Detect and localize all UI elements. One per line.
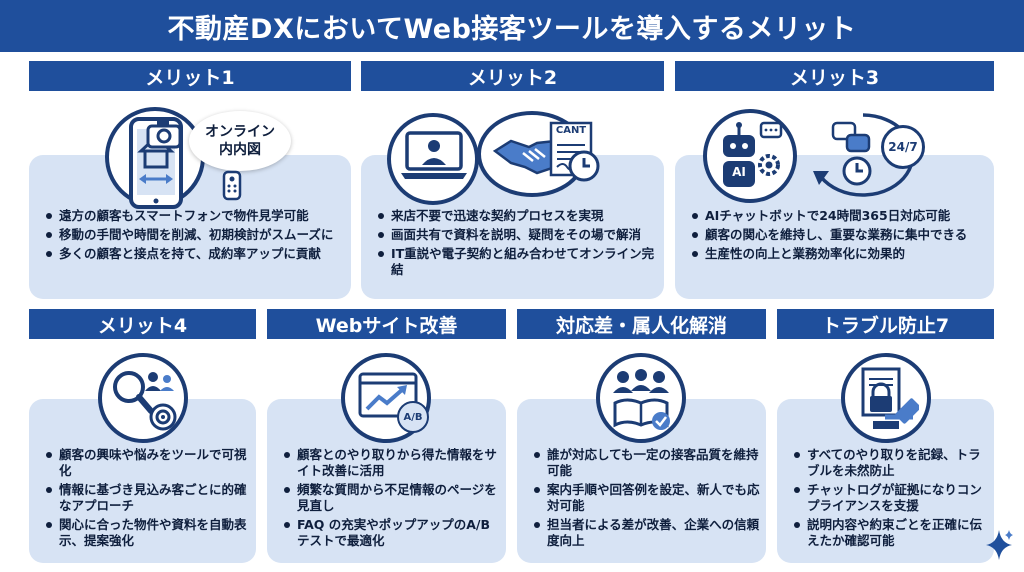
list-item: IT重説や電子契約と組み合わせてオンライン完結	[375, 246, 657, 278]
list-item: 情報に基づき見込み客ごとに的確なアプローチ	[43, 482, 251, 514]
clock-icon	[568, 150, 600, 182]
card-standardization: 対応差・属人化解消 誰が対応しても一定の接客品質を維持可能 案内手順や回答例を設…	[517, 309, 766, 563]
list-item: 案内手順や回答例を設定、新人でも応対可能	[531, 482, 761, 514]
ai-robot-icon	[723, 121, 783, 187]
list-item: 関心に合った物件や資料を自動表示、提案強化	[43, 517, 251, 549]
list-item: 移動の手間や時間を削減、初期検討がスムーズに	[43, 227, 343, 243]
laptop-video-icon	[401, 131, 467, 179]
badge-text: 24/7	[888, 140, 918, 154]
card-header: Webサイト改善	[267, 309, 506, 339]
sparkle-icon	[986, 530, 1013, 560]
list-item: 画面共有で資料を説明、疑問をその場で解消	[375, 227, 657, 243]
list-item: 説明内容や約束ごとを正確に伝えたか確認可能	[791, 517, 991, 549]
bullet-list: 顧客の興味や悩みをツールで可視化 情報に基づき見込み客ごとに的確なアプローチ 関…	[43, 447, 251, 552]
card-merit-1: メリット1 オンライン 内内図 遠方の顧客もスマートフォンで物件見学可能 移動の…	[29, 61, 351, 299]
card-header: メリット1	[29, 61, 351, 91]
card-merit-4: メリット4 顧客の興味や悩みをツールで可視化 情報に基づき見込み客ごとに的確なア…	[29, 309, 256, 563]
list-item: 顧客の関心を維持し、重要な業務に集中できる	[689, 227, 987, 243]
bullet-list: 顧客とのやり取りから得た情報をサイト改善に活用 頻繁な質問から不足情報のページを…	[281, 447, 501, 552]
bullet-list: すべてのやり取りを記録、トラブルを未然防止 チャットログが証拠になりコンプライア…	[791, 447, 991, 552]
card-header: メリット4	[29, 309, 256, 339]
ai-label: AI	[732, 165, 746, 179]
always-available-badge: 24/7	[881, 125, 925, 169]
page-title: 不動産DXにおいてWeb接客ツールを導入するメリット	[167, 13, 857, 45]
card-header: メリット2	[361, 61, 664, 91]
clock-icon	[842, 156, 872, 186]
card-header: トラブル防止7	[777, 309, 994, 339]
card-header: メリット3	[675, 61, 994, 91]
list-item: 生産性の向上と業務効率化に効果的	[689, 246, 987, 262]
list-item: AIチャットボットで24時間365日対応可能	[689, 208, 987, 224]
card-header: 対応差・属人化解消	[517, 309, 766, 339]
badge-text: A/B	[403, 411, 423, 423]
list-item: 担当者による差が改善、企業への信頼度向上	[531, 517, 761, 549]
list-item: チャットログが証拠になりコンプライアンスを支援	[791, 482, 991, 514]
card-merit-3: メリット3 AI 24/7 AIチャットボットで24時間365日対応可能 顧客の…	[675, 61, 994, 299]
contract-label: CANT	[555, 125, 587, 136]
list-item: 顧客の興味や悩みをツールで可視化	[43, 447, 251, 479]
card-merit-2: メリット2 CANT 来店不要で迅速な契約プロセスを実現 画面共有で資料を説明、…	[361, 61, 664, 299]
bullet-list: 誰が対応しても一定の接客品質を維持可能 案内手順や回答例を設定、新人でも応対可能…	[531, 447, 761, 552]
lock-document-gavel-icon	[861, 367, 919, 429]
bullet-list: AIチャットボットで24時間365日対応可能 顧客の関心を維持し、重要な業務に集…	[689, 208, 987, 265]
remote-control-icon	[222, 170, 242, 201]
ab-test-badge: A/B	[397, 401, 429, 433]
card-web-improvement: Webサイト改善 A/B 顧客とのやり取りから得た情報をサイト改善に活用 頻繁な…	[267, 309, 506, 563]
icon-circle	[596, 353, 686, 443]
list-item: 来店不要で迅速な契約プロセスを実現	[375, 208, 657, 224]
list-item: 多くの顧客と接点を持て、成約率アップに貢献	[43, 246, 343, 262]
team-manual-icon	[613, 369, 670, 430]
list-item: FAQ の充実やポップアップのA/Bテストで最適化	[281, 517, 501, 549]
list-item: 頻繁な質問から不足情報のページを見直し	[281, 482, 501, 514]
list-item: 誰が対応しても一定の接客品質を維持可能	[531, 447, 761, 479]
chat-bubbles-icon	[831, 121, 871, 153]
callout-text: オンライン 内内図	[205, 124, 275, 158]
title-bar: 不動産DXにおいてWeb接客ツールを導入するメリット	[0, 0, 1024, 52]
list-item: 遠方の顧客もスマートフォンで物件見学可能	[43, 208, 343, 224]
list-item: 顧客とのやり取りから得た情報をサイト改善に活用	[281, 447, 501, 479]
camera-icon	[146, 121, 182, 149]
online-tour-callout: オンライン 内内図	[189, 111, 291, 171]
bullet-list: 遠方の顧客もスマートフォンで物件見学可能 移動の手間や時間を削減、初期検討がスム…	[43, 208, 343, 265]
bullet-list: 来店不要で迅速な契約プロセスを実現 画面共有で資料を説明、疑問をその場で解消 I…	[375, 208, 657, 281]
cycle-arrow-icon	[813, 113, 915, 197]
search-target-icon	[113, 371, 177, 431]
list-item: すべてのやり取りを記録、トラブルを未然防止	[791, 447, 991, 479]
card-trouble-prevention: トラブル防止7 すべてのやり取りを記録、トラブルを未然防止 チャットログが証拠に…	[777, 309, 994, 563]
